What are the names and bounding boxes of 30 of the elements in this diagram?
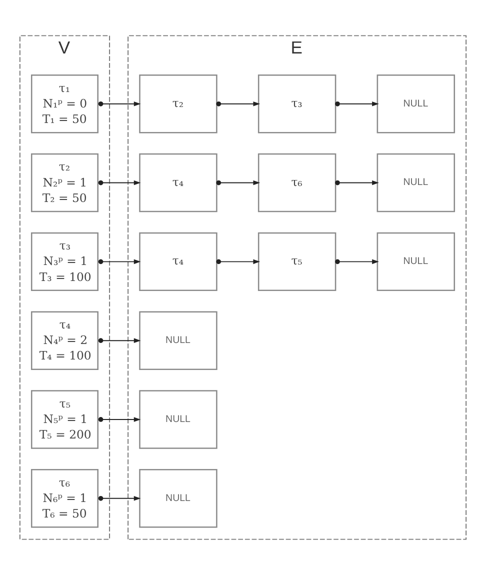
arrow (98, 180, 141, 186)
node-box: NULL (376, 74, 456, 134)
node-box: NULL (376, 232, 456, 292)
arrow (216, 259, 260, 264)
arrow (98, 338, 141, 344)
node-box: τ₅ N₅ᵖ = 1 T₅ = 200 (30, 390, 98, 449)
node-box: τ₄ (139, 153, 218, 212)
node-box: NULL (139, 469, 218, 528)
arrow (216, 180, 260, 186)
node-box: NULL (139, 390, 218, 449)
node-box: τ₃ N₃ᵖ = 1 T₃ = 100 (30, 232, 98, 292)
node-box: τ₄ N₄ᵖ = 2 T₄ = 100 (30, 311, 98, 370)
arrow (98, 259, 141, 264)
node-box: τ₂ (139, 74, 218, 134)
arrow (335, 101, 379, 106)
arrow (98, 101, 141, 106)
arrow (335, 259, 379, 264)
arrow (98, 496, 141, 501)
node-box: τ₂ N₂ᵖ = 1 T₂ = 50 (30, 153, 98, 212)
arrow (335, 180, 379, 186)
arrow (216, 101, 260, 106)
node-box: τ₆ (258, 153, 336, 212)
node-box: NULL (139, 311, 218, 370)
node-box: τ₁ N₁ᵖ = 0 T₁ = 50 (30, 74, 98, 134)
node-box: τ₅ (258, 232, 336, 292)
node-box: τ₄ (139, 232, 218, 292)
arrow (98, 417, 141, 422)
node-box: τ₃ (258, 74, 336, 134)
node-box: τ₆ N₆ᵖ = 1 T₆ = 50 (30, 469, 98, 528)
node-box: NULL (376, 153, 456, 212)
